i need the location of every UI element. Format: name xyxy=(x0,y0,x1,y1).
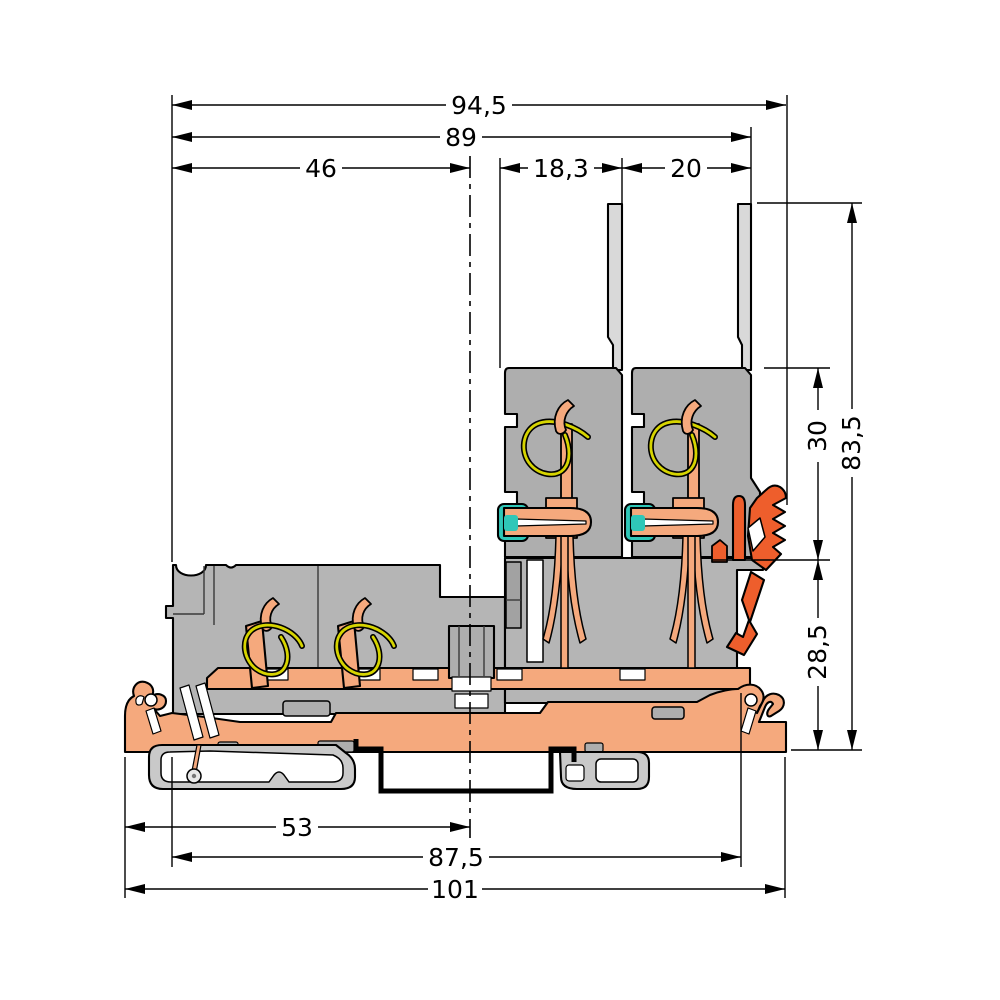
lever-leg xyxy=(725,570,766,657)
housing-slot xyxy=(526,559,544,663)
screw-block-body xyxy=(447,624,496,680)
dim-label-18-3: 18,3 xyxy=(533,154,589,183)
guide-right-notch xyxy=(565,764,585,782)
dimension-label-backgrounds xyxy=(276,92,866,902)
mounting-plate xyxy=(123,680,788,754)
dimension-arrows xyxy=(125,100,857,894)
busbar-notch xyxy=(619,668,646,681)
dim-label-83-5: 83,5 xyxy=(837,415,866,471)
terminal-block-cross-section xyxy=(123,156,788,838)
dimensions: 94,5 89 46 18,3 20 83,5 30 28,5 53 87,5 … xyxy=(124,91,866,904)
center-screw-block xyxy=(447,624,496,709)
busbar-notch xyxy=(412,668,439,681)
pin-blade-left xyxy=(606,202,624,372)
housing-vent-slot xyxy=(179,684,204,741)
left-hook-gap xyxy=(135,695,145,706)
lever-serrated-head xyxy=(746,484,788,572)
dim-label-46: 46 xyxy=(305,154,337,183)
dim-label-30: 30 xyxy=(803,420,832,452)
guide-right-slot xyxy=(595,758,639,783)
lever-cutout xyxy=(747,517,766,552)
guide-pivot-pin xyxy=(191,773,197,779)
screw-block-gap xyxy=(451,676,492,692)
screw-block-lines xyxy=(458,626,485,676)
housing-vent-slot xyxy=(195,682,220,739)
lever-hook-under-housing xyxy=(711,539,728,563)
dim-label-87-5: 87,5 xyxy=(428,843,484,872)
dim-label-28-5: 28,5 xyxy=(803,624,832,680)
plate-clip xyxy=(282,700,331,717)
lever-prong xyxy=(731,494,747,562)
busbar-notch xyxy=(496,668,523,681)
dim-label-94-5: 94,5 xyxy=(451,91,507,120)
mounting-plate-body xyxy=(123,680,788,754)
dim-label-89: 89 xyxy=(445,123,477,152)
left-foot-hole xyxy=(144,693,158,707)
dim-label-53: 53 xyxy=(281,813,313,842)
pin-blade-right xyxy=(736,202,753,372)
plate-clip xyxy=(651,706,685,720)
housing-pocket xyxy=(505,561,522,629)
plug-pin-blades xyxy=(606,202,753,372)
release-lever xyxy=(711,484,788,657)
din-rail-profile xyxy=(353,739,577,794)
extension-lines xyxy=(124,95,862,898)
screw-block-slot xyxy=(454,693,489,709)
dimension-labels: 94,5 89 46 18,3 20 83,5 30 28,5 53 87,5 … xyxy=(281,91,866,904)
plate-clip xyxy=(584,742,604,753)
dim-label-20: 20 xyxy=(670,154,702,183)
dim-label-101: 101 xyxy=(431,875,479,904)
rail-guides xyxy=(147,743,651,791)
right-foot-hole xyxy=(744,693,758,707)
left-foot-slot xyxy=(145,707,162,735)
housing-internal-lines xyxy=(173,566,319,676)
right-foot-slot xyxy=(740,707,757,735)
guide-left-cavity xyxy=(160,750,344,783)
